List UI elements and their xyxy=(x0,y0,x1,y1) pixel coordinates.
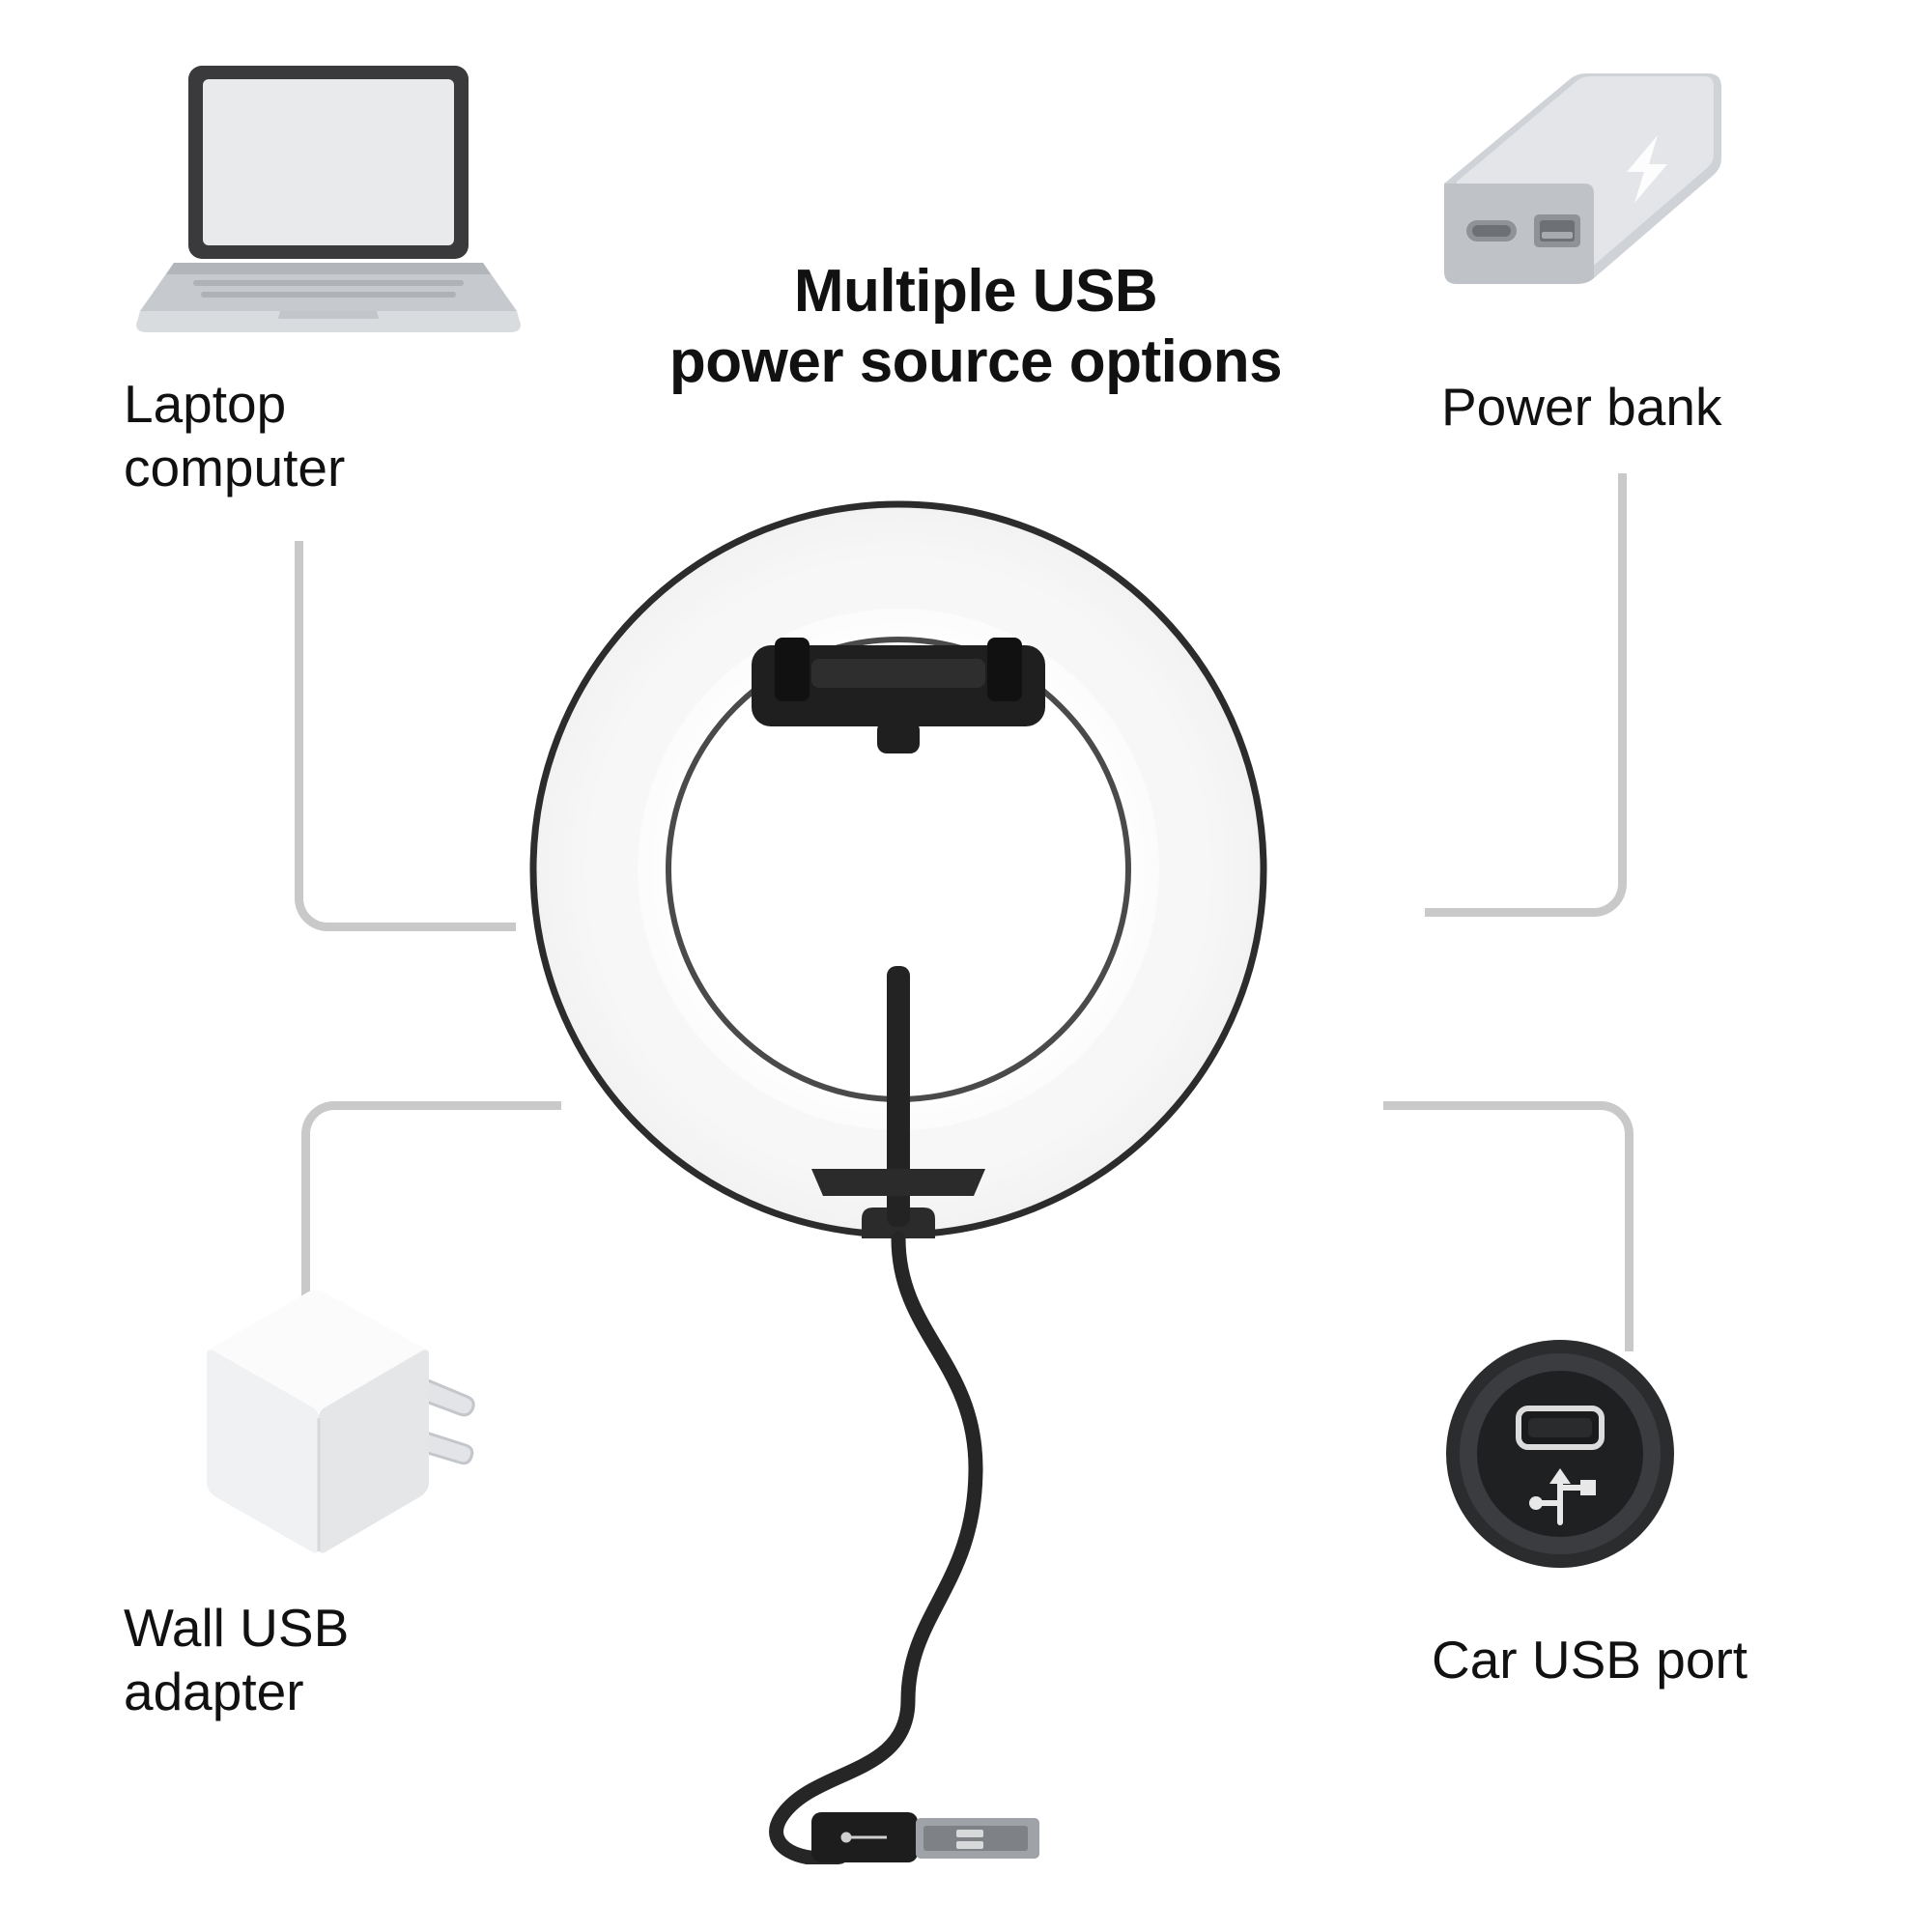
page-title-line-2: power source options xyxy=(668,328,1283,396)
car-usb-port-icon xyxy=(1439,1333,1681,1575)
connector-line-wall-adapter xyxy=(301,1101,561,1342)
page-title: Multiple USB power source options xyxy=(541,256,1410,397)
usb-connector-label: usb-type-a-connector-illustration xyxy=(0,0,1,1)
label-power-bank: Power bank xyxy=(1441,377,1722,437)
connector-line-laptop xyxy=(295,541,516,931)
label-laptop-computer: Laptop computer xyxy=(124,374,346,497)
connector-line-power-bank xyxy=(1425,473,1627,917)
ring-light-icon xyxy=(522,493,1275,1866)
page-title-line-1: Multiple USB xyxy=(793,258,1158,325)
label-car-usb-port: Car USB port xyxy=(1432,1630,1748,1690)
power-bank-icon xyxy=(1352,58,1739,348)
laptop-icon xyxy=(135,58,522,348)
connector-line-car-port xyxy=(1383,1101,1634,1351)
wall-adapter-icon xyxy=(193,1285,483,1565)
label-wall-usb-adapter: Wall USB adapter xyxy=(124,1598,350,1721)
